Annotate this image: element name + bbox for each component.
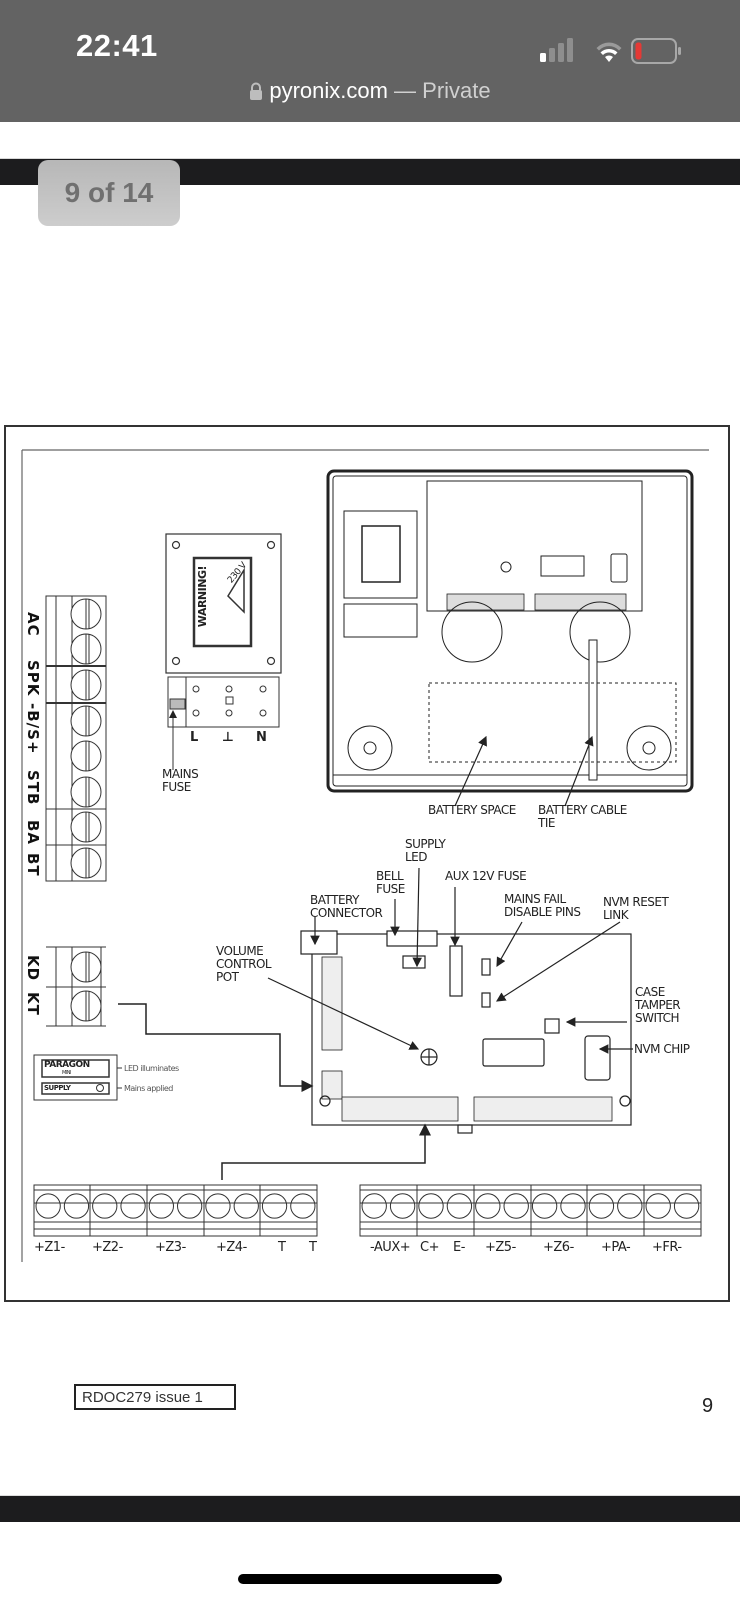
terminal-screw — [617, 1193, 643, 1219]
terminal-screw — [531, 1193, 558, 1219]
bottom-terminal-block-left — [33, 1184, 318, 1237]
terminal-t2: T — [309, 1240, 317, 1255]
terminal-z4: +Z4- — [216, 1240, 247, 1255]
warning-text: WARNING! — [196, 566, 209, 628]
terminal-screw — [261, 1193, 288, 1219]
terminal-screw — [673, 1193, 700, 1219]
terminal-screw — [63, 1193, 90, 1219]
terminal-screw — [120, 1193, 146, 1219]
pdf-page — [0, 185, 740, 1495]
aux-fuse-label: AUX 12V FUSE — [445, 869, 527, 883]
status-time: 22:41 — [76, 28, 158, 63]
legend-line-2: Mains applied — [124, 1084, 173, 1093]
document-reference: RDOC279 issue 1 — [74, 1384, 236, 1410]
nvm-reset-label: NVM RESET LINK — [603, 895, 669, 922]
terminal-screw — [148, 1193, 175, 1219]
terminal-z5: +Z5- — [485, 1240, 516, 1255]
terminal-n: N — [256, 730, 267, 745]
wifi-icon — [596, 42, 622, 62]
terminal-earth: ⊥ — [222, 730, 234, 745]
keypad-wire — [118, 1003, 314, 1092]
status-icons — [540, 38, 681, 64]
terminal-label-bs: -B/S+ — [24, 703, 42, 755]
terminal-aux: -AUX+ — [370, 1240, 411, 1255]
terminal-z1: +Z1- — [34, 1240, 65, 1255]
terminal-fr: +FR- — [652, 1240, 682, 1255]
terminal-screw — [205, 1193, 231, 1219]
enclosure — [326, 469, 694, 807]
nvm-chip-label: NVM CHIP — [634, 1042, 690, 1056]
terminal-z6: +Z6- — [543, 1240, 574, 1255]
mains-terminal — [167, 676, 280, 770]
terminal-screw — [418, 1193, 444, 1219]
page-indicator: 9 of 14 — [38, 160, 180, 226]
terminal-screw — [588, 1193, 615, 1219]
battery-cable-tie-label: BATTERY CABLE TIE — [538, 803, 627, 830]
browsing-mode: Private — [422, 78, 491, 103]
mains-fail-label: MAINS FAIL DISABLE PINS — [504, 892, 581, 919]
mains-fuse-label: MAINS FUSE — [162, 767, 199, 794]
toolbar-spacer — [0, 122, 740, 159]
terminal-label-spk: SPK — [24, 660, 42, 697]
status-bar: 22:41 pyronix.com — Private — [0, 0, 740, 122]
address-bar[interactable]: pyronix.com — Private — [0, 78, 740, 104]
lock-icon — [250, 82, 263, 100]
url-separator: — — [387, 78, 423, 103]
pcb-callout-arrows — [267, 867, 633, 1054]
terminal-screw — [446, 1193, 473, 1219]
legend-brand: PARAGON — [44, 1060, 90, 1070]
zone-wire — [221, 1123, 431, 1180]
url-domain: pyronix.com — [269, 78, 388, 103]
cellular-signal-icon — [540, 38, 573, 62]
terminal-screw — [233, 1193, 259, 1219]
battery-connector-label: BATTERY CONNECTOR — [310, 893, 383, 920]
terminal-screw — [361, 1193, 387, 1219]
terminal-pa: +PA- — [601, 1240, 631, 1255]
bottom-terminal-screws — [35, 1193, 700, 1219]
legend-line-1: LED illuminates — [124, 1064, 179, 1073]
terminal-z2: +Z2- — [92, 1240, 123, 1255]
terminal-label-ba: BA — [24, 820, 42, 846]
terminal-label-kt: KT — [24, 992, 42, 1016]
diagram-frame — [4, 425, 730, 1302]
terminal-screw — [503, 1193, 529, 1219]
pdf-page-separator-bottom — [0, 1495, 740, 1522]
terminal-screw — [290, 1193, 316, 1219]
terminal-l: L — [190, 730, 198, 745]
terminal-screw — [645, 1193, 671, 1219]
terminal-screw — [92, 1193, 118, 1219]
legend-supply: SUPPLY — [44, 1084, 71, 1092]
battery-low-icon — [631, 38, 681, 64]
main-pcb — [300, 930, 632, 1134]
terminal-screw — [389, 1193, 416, 1219]
home-indicator[interactable] — [238, 1574, 502, 1584]
terminal-label-stb: STB — [24, 770, 42, 806]
transformer — [165, 533, 282, 674]
terminal-t1: T — [278, 1240, 286, 1255]
bell-fuse-label: BELL FUSE — [376, 869, 405, 896]
terminal-label-ac: AC — [24, 612, 42, 637]
legend-model: MINI — [62, 1070, 72, 1076]
supply-legend — [33, 1054, 122, 1101]
case-tamper-label: CASE TAMPER SWITCH — [635, 985, 681, 1025]
terminal-screw — [560, 1193, 586, 1219]
left-terminal-screws — [70, 598, 102, 879]
terminal-label-bt: BT — [24, 853, 42, 877]
supply-led-label: SUPPLY LED — [405, 837, 446, 864]
terminal-screw — [177, 1193, 203, 1219]
volume-pot-label: VOLUME CONTROL POT — [216, 944, 272, 984]
terminal-z3: +Z3- — [155, 1240, 186, 1255]
terminal-screw — [35, 1193, 61, 1219]
terminal-screw — [475, 1193, 501, 1219]
terminal-e: E- — [453, 1240, 465, 1255]
battery-space-label: BATTERY SPACE — [428, 803, 516, 817]
terminal-label-kd: KD — [24, 955, 42, 982]
keypad-terminal-block — [46, 946, 106, 1027]
terminal-c: C+ — [420, 1240, 439, 1255]
page-number: 9 — [702, 1395, 714, 1417]
bottom-terminal-block-right — [359, 1184, 702, 1237]
